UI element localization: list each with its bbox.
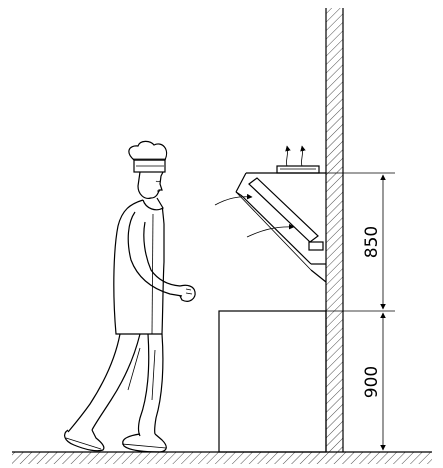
dimension-hood-height: 850	[326, 172, 395, 312]
dimension-counter-height: 900	[326, 312, 395, 453]
floor	[12, 451, 432, 464]
up-arrow-icon	[285, 145, 306, 167]
wall	[325, 8, 344, 452]
exhaust-hood	[235, 165, 327, 283]
chef-figure	[64, 140, 196, 453]
counter	[218, 310, 327, 453]
curved-arrow-icon	[214, 193, 295, 238]
hood-height-label: 850	[362, 226, 382, 258]
counter-height-label: 900	[362, 366, 382, 398]
